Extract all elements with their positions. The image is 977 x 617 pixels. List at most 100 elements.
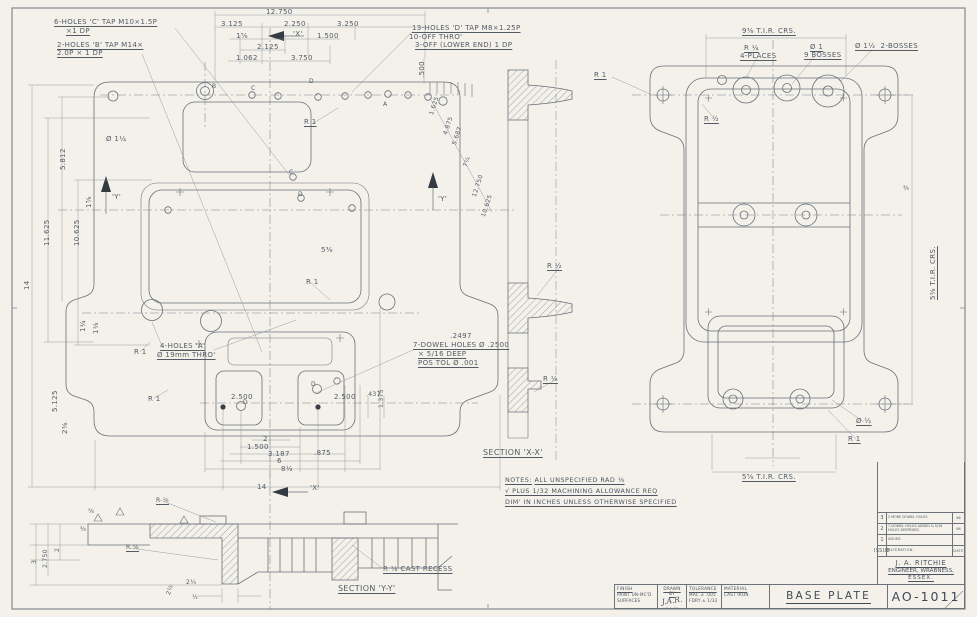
dim-label: 2⅜ [61,422,69,434]
dim-label: 14 [23,280,31,290]
dim-label: Ø 1 [810,43,824,51]
dim-label: Ø 1¼ [106,135,127,143]
drawing-title: BASE PLATE [786,589,871,604]
dim-label: 5⅝ T.I.R. CRS. [742,473,796,481]
company-box: J. A. RITCHIE ENGINEER, WRABNESS, ESSEX. [877,556,965,584]
revision-row: 3 2 MORE DOWEL HOLES 66 [878,512,964,523]
dim-label: 2.125 [257,43,279,51]
dim-label: Ø 1½ 2-BOSSES [855,42,918,50]
dim-label: R ⅛ [543,375,558,383]
company-line2: ENGINEER, WRABNESS, [888,568,954,574]
dim-label: R ¼ [744,44,759,52]
dim-label: 4.875 [442,115,455,136]
dim-label: 1.062 [236,54,258,62]
notes-label: NOTES: [505,476,532,484]
dim-label: R ½ [547,262,562,270]
right-view-dimensions [611,34,913,473]
material-label: MATERIAL [724,586,748,591]
dim-label: 1.625 [428,95,441,116]
dim-label: ½ [192,594,199,601]
company-line3: ESSEX. [908,575,934,581]
dim-label: 2 [263,435,268,443]
dim-label: 2 [54,547,61,552]
dim-label: 'X' [310,484,320,492]
dim-label: R 1 [848,435,861,443]
dim-label: R 1 [304,118,317,126]
tolerance-value: MAC ± .005 [689,592,716,597]
dim-label: 2.250 [284,20,306,28]
notes-line: DIM' IN INCHES UNLESS OTHERWISE SPECIFIE… [505,498,677,506]
revision-alteration: 7-DOWEL HOLES ADDED & 5/16 HOLES DEEPENE… [888,524,943,532]
dim-label: A [383,101,388,108]
notes-line: √ PLUS 1/32 MACHINING ALLOWANCE REQ [505,487,658,495]
finish-value: SURFACES [617,598,641,603]
dim-label: 5⅜ T.I.R. CRS. [929,246,937,300]
dim-label: R 1 [594,71,607,79]
dim-label: 1.500 [247,443,269,451]
dim-label: 3.750 [291,54,313,62]
dim-label: 1⅛ [92,322,100,334]
revision-date: 66 [952,524,964,534]
tolerance-value: FDRY ± 1/32 [689,598,718,603]
dim-label: 3.187 [268,450,290,458]
left-view-centerlines [58,28,516,610]
callout-holes-a: 4-HOLES 'A' [160,342,206,350]
dim-label: R ½ [704,115,719,123]
dim-label: C [289,169,294,176]
dim-label: 2.0P × 1 DP [57,49,103,57]
dim-label: 9 BOSSES [804,51,842,59]
dim-label: × 5/16 DEEP [418,350,467,358]
tolerance-cell: TOLERANCE MAC ± .005 FDRY ± 1/32 [687,585,722,608]
revision-issue: 3 [878,513,887,523]
sheet-border-lines [11,7,966,610]
title-cell: BASE PLATE [770,585,888,608]
dim-label: 3 [31,559,38,564]
dim-label: 12.750 [471,173,485,198]
dim-label: 10.625 [480,193,494,218]
finish-label: FINISH [617,586,633,591]
revision-header-row: ISSUE ALTERATION DATE [874,545,964,556]
dim-label: R ⅛ [126,544,139,551]
drawn-by-cell: DRAWN BY J.A.R. 5-1-66 [658,585,687,608]
dim-label: D [243,399,248,406]
dim-label: 3.125 [221,20,243,28]
section-yy-dimensions [30,499,383,603]
dim-label: 2½ [165,583,175,596]
revision-alteration: 2 MORE DOWEL HOLES [888,515,928,520]
dim-label: D [298,191,303,198]
dim-label: 5⅜ [321,246,333,254]
dim-label: .875 [314,449,331,457]
dim-label: 1.375 [378,389,385,408]
section-xx-linework [507,60,573,462]
dim-label: 2.500 [334,393,356,401]
finish-value: PAINT UN-MC'D [617,592,652,597]
revision-issue: 2 [878,524,887,534]
dim-label: D [311,381,316,388]
dim-label: .500 [418,61,426,78]
section-xx-label: SECTION 'X-X' [483,448,543,457]
callout-holes-d: 13-HOLES 'D' TAP M8×1.25P [412,24,521,32]
revision-date: 66 [952,513,964,523]
alteration-header: ALTERATION [888,548,913,553]
callout-holes-b: 2-HOLES 'B' TAP M14× [57,41,144,49]
tolerance-label: TOLERANCE [689,586,717,591]
material-value: CAST IRON [724,592,749,597]
dim-label: 3.250 [337,20,359,28]
drawing-number: AO-1011 [891,589,961,604]
dim-label: 3-OFF (LOWER END) 1 DP [415,41,513,49]
title-block: FINISH PAINT UN-MC'D SURFACES DRAWN BY J… [614,584,965,609]
dim-label: 14 [257,483,267,491]
dim-label: 'Y' [438,195,448,203]
dim-label: .437 [366,391,381,398]
dim-label: D [309,78,314,85]
dim-label: R ⅛ [156,497,169,504]
dim-label: 1⅝ [85,196,93,208]
revision-row: 2 7-DOWEL HOLES ADDED & 5/16 HOLES DEEPE… [878,523,964,534]
dim-label: 1¼ [79,320,87,332]
number-cell: AO-1011 [888,585,964,608]
dim-label: POS TOL Ø .001 [418,359,479,367]
dim-label: ⅜ [903,185,910,192]
